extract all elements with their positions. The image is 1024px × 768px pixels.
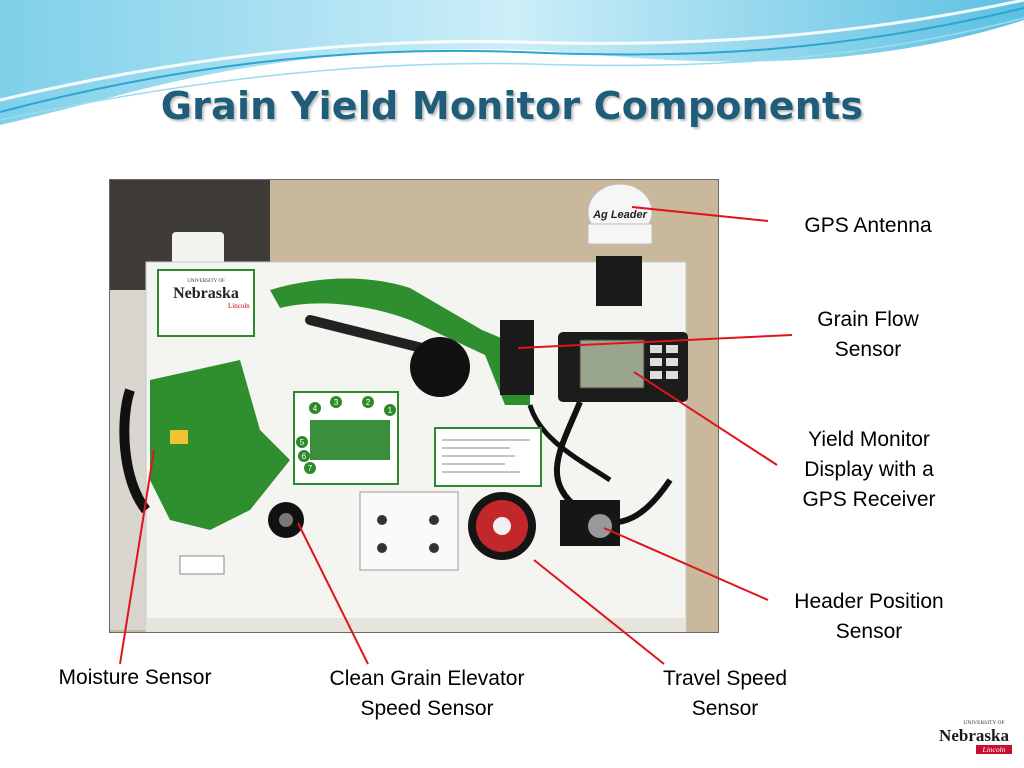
label-moisture-text: Moisture Sensor <box>58 666 212 689</box>
label-travel-speed-sensor: Travel Speed Sensor <box>640 664 810 724</box>
svg-text:Lincoln: Lincoln <box>228 302 250 310</box>
label-travel-speed-line2: Sensor <box>691 697 759 720</box>
label-grain-flow-line1: Grain Flow <box>817 308 919 331</box>
label-travel-speed-line1: Travel Speed <box>662 667 788 690</box>
svg-text:Nebraska: Nebraska <box>939 726 1009 745</box>
svg-text:2: 2 <box>366 398 371 407</box>
label-clean-grain-elevator-speed-sensor: Clean Grain Elevator Speed Sensor <box>300 664 554 724</box>
label-yield-monitor-display: Yield Monitor Display with a GPS Receive… <box>778 425 960 515</box>
label-clean-grain-line1: Clean Grain Elevator <box>329 667 525 690</box>
component-number-markers: 4 3 2 1 5 6 7 <box>296 396 396 474</box>
svg-text:UNIVERSITY OF: UNIVERSITY OF <box>187 279 225 284</box>
svg-text:Lincoln: Lincoln <box>982 745 1006 754</box>
svg-text:5: 5 <box>300 438 305 447</box>
svg-text:Ag Leader: Ag Leader <box>592 209 648 221</box>
svg-text:UNIVERSITY OF: UNIVERSITY OF <box>963 720 1004 726</box>
label-clean-grain-line2: Speed Sensor <box>360 697 494 720</box>
label-yield-display-line2: Display with a <box>804 458 934 481</box>
header-wave-decoration <box>0 0 1024 125</box>
svg-text:Nebraska: Nebraska <box>173 285 239 302</box>
nebraska-logo: UNIVERSITY OF Nebraska Lincoln <box>938 716 1014 756</box>
svg-text:3: 3 <box>334 398 339 407</box>
label-gps-antenna: GPS Antenna <box>780 211 956 241</box>
gps-antenna-shape: Ag Leader <box>587 183 653 306</box>
label-grain-flow-line2: Sensor <box>834 338 902 361</box>
label-moisture-sensor: Moisture Sensor <box>34 663 236 693</box>
label-header-position-sensor: Header Position Sensor <box>770 587 968 647</box>
svg-text:1: 1 <box>388 406 393 415</box>
svg-text:6: 6 <box>302 452 307 461</box>
label-yield-display-line1: Yield Monitor <box>808 428 930 451</box>
label-header-position-line1: Header Position <box>794 590 944 613</box>
svg-text:7: 7 <box>308 464 313 473</box>
label-gps-antenna-text: GPS Antenna <box>804 214 932 237</box>
yield-monitor-board-photo: UNIVERSITY OF Nebraska Lincoln Ag Leader <box>110 180 718 632</box>
label-header-position-line2: Sensor <box>835 620 903 643</box>
label-grain-flow-sensor: Grain Flow Sensor <box>790 305 946 365</box>
slide-title: Grain Yield Monitor Components <box>160 84 864 128</box>
board-nebraska-logo: UNIVERSITY OF Nebraska Lincoln <box>157 269 255 337</box>
label-yield-display-line3: GPS Receiver <box>802 488 936 511</box>
yield-monitor-display-shape <box>558 332 688 402</box>
svg-text:4: 4 <box>313 404 318 413</box>
